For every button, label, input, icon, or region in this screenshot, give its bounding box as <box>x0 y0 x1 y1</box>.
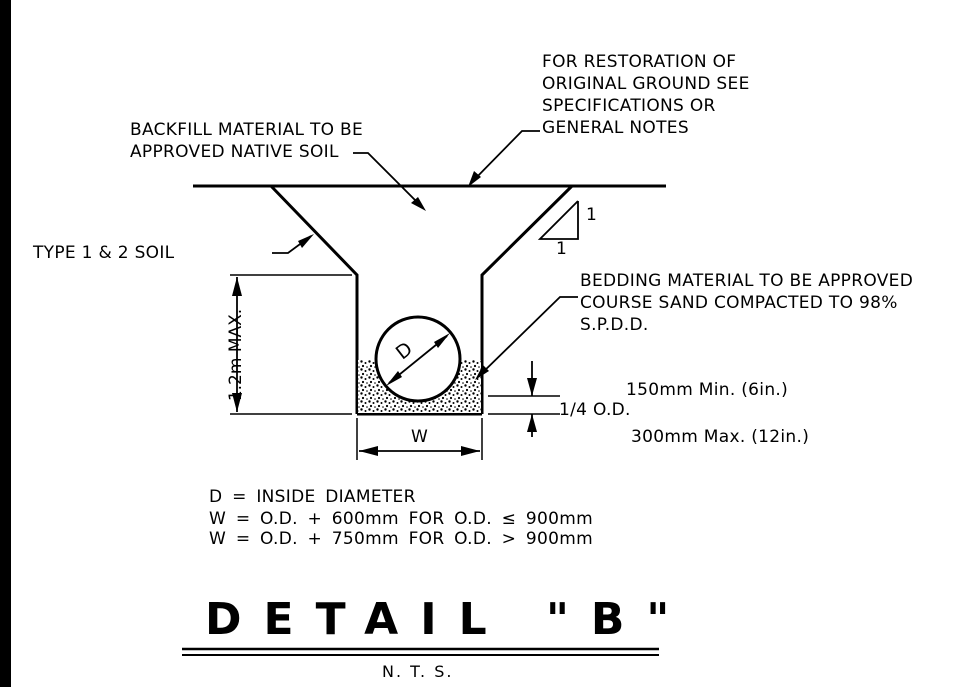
diameter-arrowhead-b <box>434 333 450 348</box>
leader-bedding-arrowhead <box>475 365 489 380</box>
leader-restoration <box>469 130 540 185</box>
depth-arrow-top <box>232 277 242 296</box>
width-label: W <box>411 427 429 447</box>
slope-run-label: 1 <box>556 239 568 259</box>
leader-restoration-arrowhead <box>468 171 481 187</box>
legend-line-1: D = INSIDE DIAMETER <box>209 487 416 507</box>
width-arrow-right <box>461 446 480 456</box>
bedding-note-line-2: COURSE SAND COMPACTED TO 98% <box>580 293 898 313</box>
scale-note: N. T. S. <box>382 662 454 681</box>
detail-title: DETAIL "B" <box>205 594 692 645</box>
soil-type-label: TYPE 1 & 2 SOIL <box>33 243 175 263</box>
leader-bedding <box>477 296 578 378</box>
bedding-arrow-top <box>527 378 537 396</box>
restoration-note-line-3: SPECIFICATIONS OR <box>542 96 716 116</box>
bedding-min-label: 150mm Min. (6in.) <box>626 380 789 400</box>
restoration-note-line-4: GENERAL NOTES <box>542 118 689 138</box>
sheet-border <box>0 0 11 687</box>
backfill-note-line-2: APPROVED NATIVE SOIL <box>130 142 339 162</box>
legend-line-2: W = O.D. + 600mm FOR O.D. ≤ 900mm <box>209 509 593 529</box>
width-arrow-left <box>359 446 378 456</box>
backfill-note-line-1: BACKFILL MATERIAL TO BE <box>130 120 364 140</box>
bedding-max-label: 300mm Max. (12in.) <box>631 427 810 447</box>
leader-backfill-arrowhead <box>411 197 426 211</box>
diameter-arrowhead-a <box>386 371 402 386</box>
bedding-note-line-3: S.P.D.D. <box>580 315 649 335</box>
bedding-ratio-label: 1/4 O.D. <box>559 400 631 420</box>
depth-label: 1.2m MAX. <box>226 308 247 402</box>
bedding-arrow-bottom <box>527 414 537 432</box>
slope-rise-label: 1 <box>586 205 598 225</box>
restoration-note-line-1: FOR RESTORATION OF <box>542 52 737 72</box>
restoration-note-line-2: ORIGINAL GROUND SEE <box>542 74 750 94</box>
slope-triangle <box>537 200 579 240</box>
depth-arrow-bottom <box>232 393 242 412</box>
bedding-note-line-1: BEDDING MATERIAL TO BE APPROVED <box>580 271 914 291</box>
leader-soil-arrowhead <box>298 234 314 248</box>
legend-line-3: W = O.D. + 750mm FOR O.D. > 900mm <box>209 529 593 549</box>
trench-left-wall <box>269 184 359 414</box>
leader-backfill <box>353 152 424 209</box>
